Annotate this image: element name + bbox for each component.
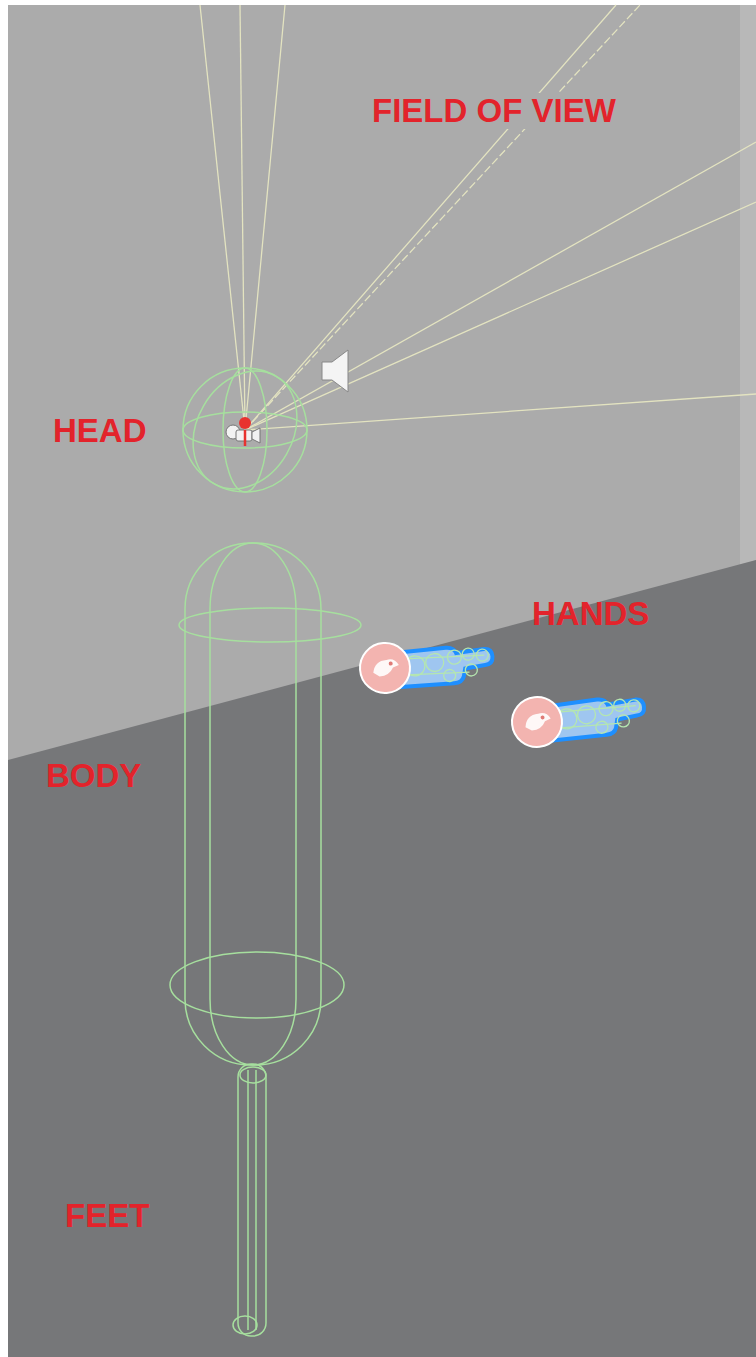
part-label: HEAD bbox=[50, 413, 150, 449]
part-label: BODY bbox=[43, 758, 144, 794]
part-label: HANDS bbox=[529, 596, 652, 632]
part-label: FIELD OF VIEW bbox=[369, 93, 619, 129]
part-label: FEET bbox=[62, 1198, 152, 1234]
